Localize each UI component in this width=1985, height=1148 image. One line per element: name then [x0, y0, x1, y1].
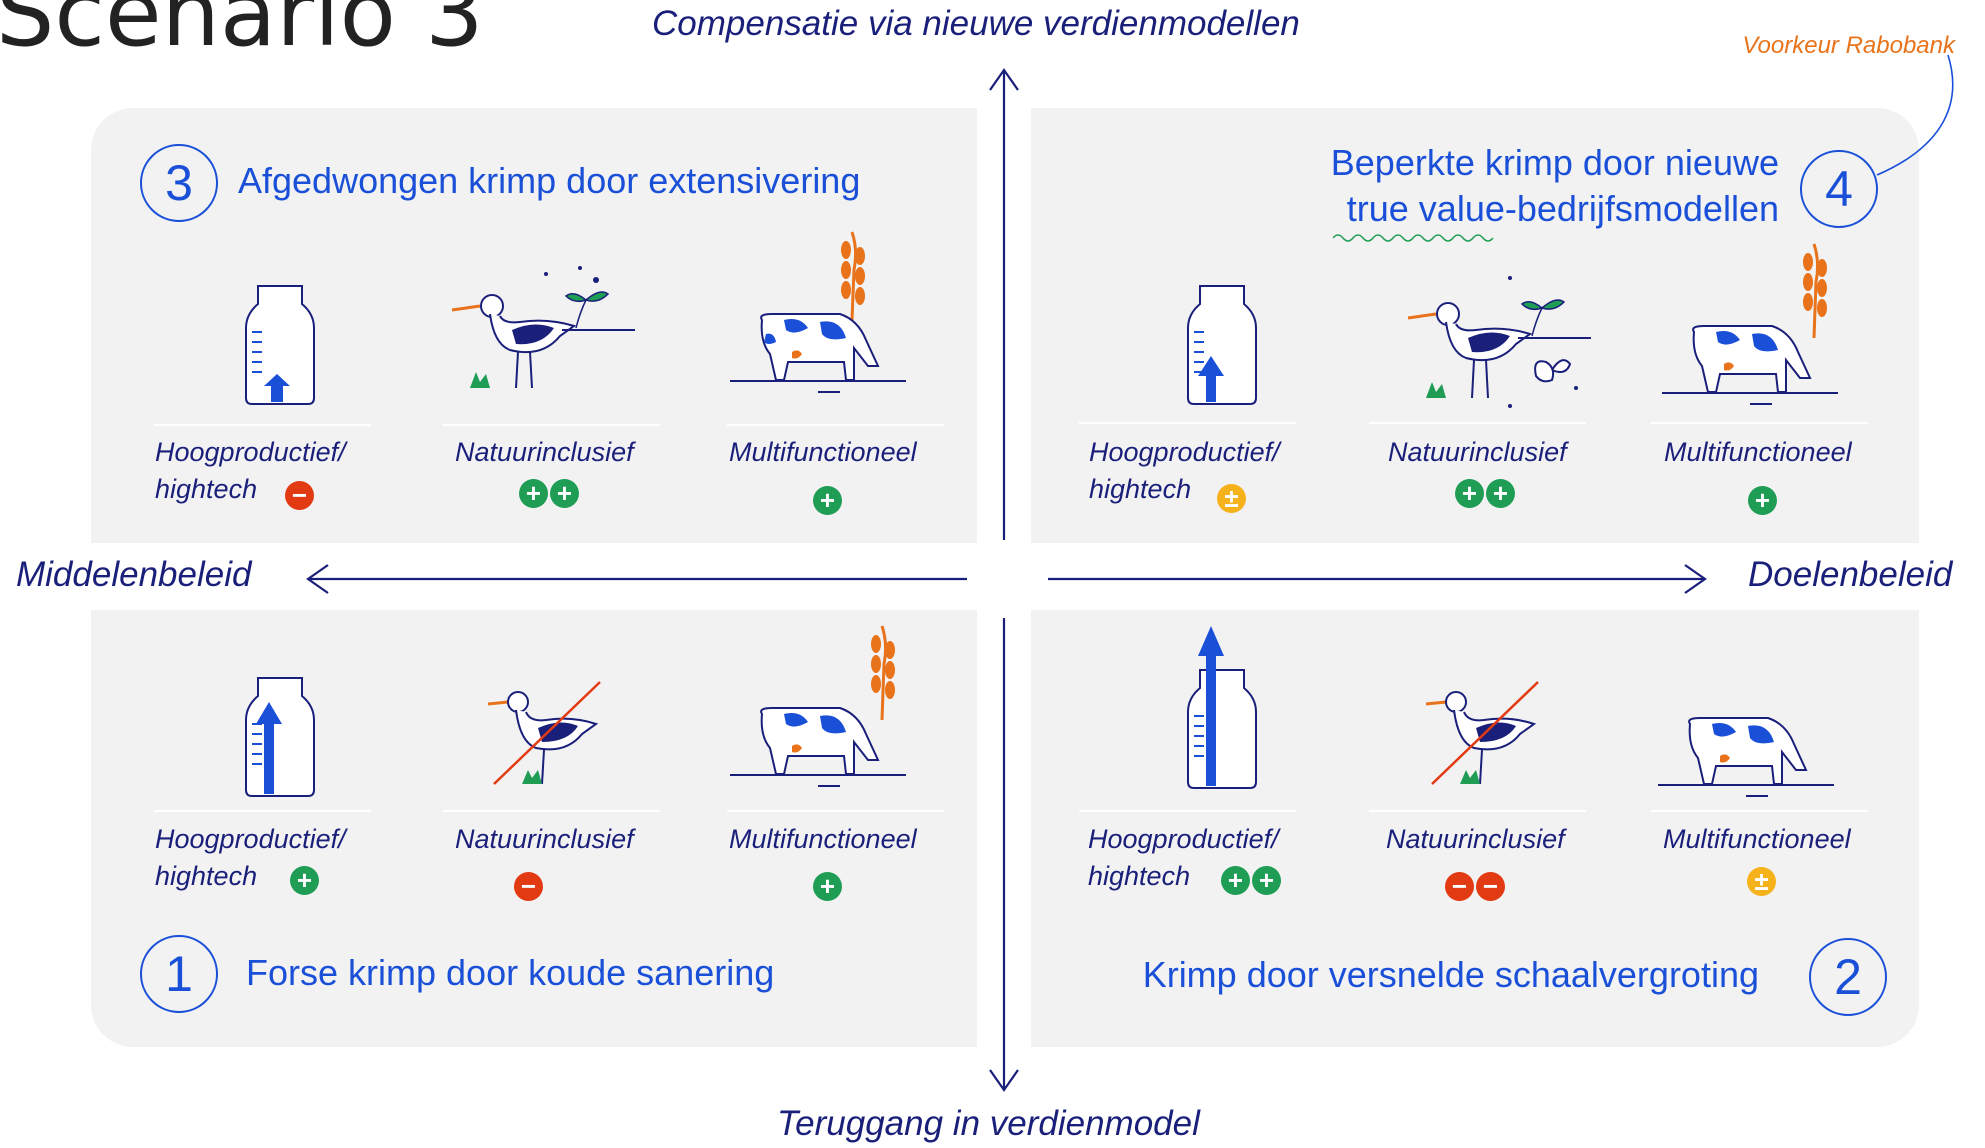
rating-plus-badge: + [1455, 479, 1484, 508]
preference-note: Voorkeur Rabobank [1742, 32, 1955, 59]
rating-plus-badge: + [1252, 866, 1281, 895]
item-label-line1: Hoogproductief/ [155, 437, 346, 467]
divider-line [1651, 810, 1868, 812]
cow-icon [1662, 243, 1838, 405]
spellcheck-underline [1333, 234, 1494, 242]
divider-line [443, 424, 660, 426]
divider-line [727, 424, 944, 426]
rating-minus-badge: − [285, 481, 314, 510]
item-label-line2: hightech [1089, 474, 1192, 504]
item-label-multifunctioneel: Multifunctioneel [729, 437, 917, 467]
milk-bottle-icon [245, 285, 315, 405]
rating-dots: − [514, 872, 545, 901]
divider-line [1079, 422, 1296, 424]
divider-line [1651, 422, 1868, 424]
item-label-natuurinclusief: Natuurinclusief [455, 824, 634, 854]
quadrant-number-badge: 4 [1800, 150, 1878, 228]
milk-bottle-icon [245, 677, 315, 797]
rating-plus-badge: + [813, 872, 842, 901]
item-label-line2: hightech [155, 474, 258, 504]
rating-dots: −− [1445, 872, 1507, 901]
rating-plus-badge: + [813, 486, 842, 515]
item-label-hoogproductief: Hoogproductief/ hightech [155, 434, 346, 508]
rating-plusminus-badge: ± [1217, 484, 1246, 513]
rating-dots: ++ [1221, 866, 1283, 895]
divider-line [1369, 422, 1586, 424]
rating-plus-badge: + [1221, 866, 1250, 895]
rating-dots: ± [1217, 484, 1248, 513]
divider-line [443, 810, 660, 812]
quadrant-number-badge: 2 [1809, 938, 1887, 1016]
item-label-line2: hightech [1088, 861, 1191, 891]
quadrant-title: Forse krimp door koude sanering [246, 952, 775, 993]
rating-plus-badge: + [550, 479, 579, 508]
rating-minus-badge: − [1445, 872, 1474, 901]
quadrant-1 [91, 610, 977, 1047]
milk-bottle-icon [1187, 626, 1257, 789]
quadrant-title-line1: Beperkte krimp door nieuwe [1330, 142, 1779, 183]
rating-dots: + [290, 866, 321, 895]
axis-label-top: Compensatie via nieuwe verdienmodellen [652, 4, 1300, 43]
axis-label-left: Middelenbeleid [16, 555, 252, 594]
quadrant-title-line2: true value-bedrijfsmodellen [1346, 188, 1779, 229]
rating-dots: ± [1747, 867, 1778, 896]
item-label-hoogproductief: Hoogproductief/ hightech [155, 821, 346, 895]
item-label-hoogproductief: Hoogproductief/ hightech [1088, 821, 1279, 895]
stork-icon [1425, 681, 1539, 785]
quadrant-title: Beperkte krimp door nieuwe true value-be… [1331, 140, 1779, 232]
stork-icon [451, 266, 635, 389]
item-label-hoogproductief: Hoogproductief/ hightech [1089, 434, 1280, 508]
divider-line [154, 424, 371, 426]
rating-plus-badge: + [1486, 479, 1515, 508]
rating-plus-badge: + [290, 866, 319, 895]
rating-minus-badge: − [514, 872, 543, 901]
rating-plus-badge: + [519, 479, 548, 508]
item-label-line1: Hoogproductief/ [1088, 824, 1279, 854]
quadrant-number-badge: 3 [140, 144, 218, 222]
quadrant-2 [1031, 610, 1919, 1047]
rating-dots: ++ [1455, 479, 1517, 508]
item-label-multifunctioneel: Multifunctioneel [1664, 437, 1852, 467]
rating-dots: + [1748, 486, 1779, 515]
stork-icon [487, 681, 601, 785]
rating-dots: + [813, 872, 844, 901]
axis-label-bottom: Teruggang in verdienmodel [777, 1104, 1200, 1143]
quadrant-title: Krimp door versnelde schaalvergroting [1142, 954, 1759, 995]
item-label-natuurinclusief: Natuurinclusief [455, 437, 634, 467]
cow-icon [730, 625, 906, 787]
rating-dots: − [285, 481, 316, 510]
item-label-multifunctioneel: Multifunctioneel [729, 824, 917, 854]
milk-bottle-icon [1187, 285, 1257, 405]
rating-plus-badge: + [1748, 486, 1777, 515]
item-label-line2: hightech [155, 861, 258, 891]
quadrant-title: Afgedwongen krimp door extensivering [238, 160, 861, 201]
rating-dots: + [813, 486, 844, 515]
rating-plusminus-badge: ± [1747, 867, 1776, 896]
cow-icon [730, 231, 906, 393]
item-label-natuurinclusief: Natuurinclusief [1386, 824, 1565, 854]
cow-icon [1658, 717, 1834, 797]
item-label-line1: Hoogproductief/ [155, 824, 346, 854]
stork-icon [1407, 276, 1591, 408]
divider-line [727, 810, 944, 812]
divider-line [1369, 810, 1586, 812]
rating-minus-badge: − [1476, 872, 1505, 901]
divider-line [1079, 810, 1296, 812]
rating-dots: ++ [519, 479, 581, 508]
quadrant-number-badge: 1 [140, 935, 218, 1013]
slide-title: Scenario 3 [0, 0, 484, 67]
item-label-multifunctioneel: Multifunctioneel [1663, 824, 1851, 854]
item-label-line1: Hoogproductief/ [1089, 437, 1280, 467]
item-label-natuurinclusief: Natuurinclusief [1388, 437, 1567, 467]
axis-label-right: Doelenbeleid [1748, 555, 1953, 594]
divider-line [154, 810, 371, 812]
